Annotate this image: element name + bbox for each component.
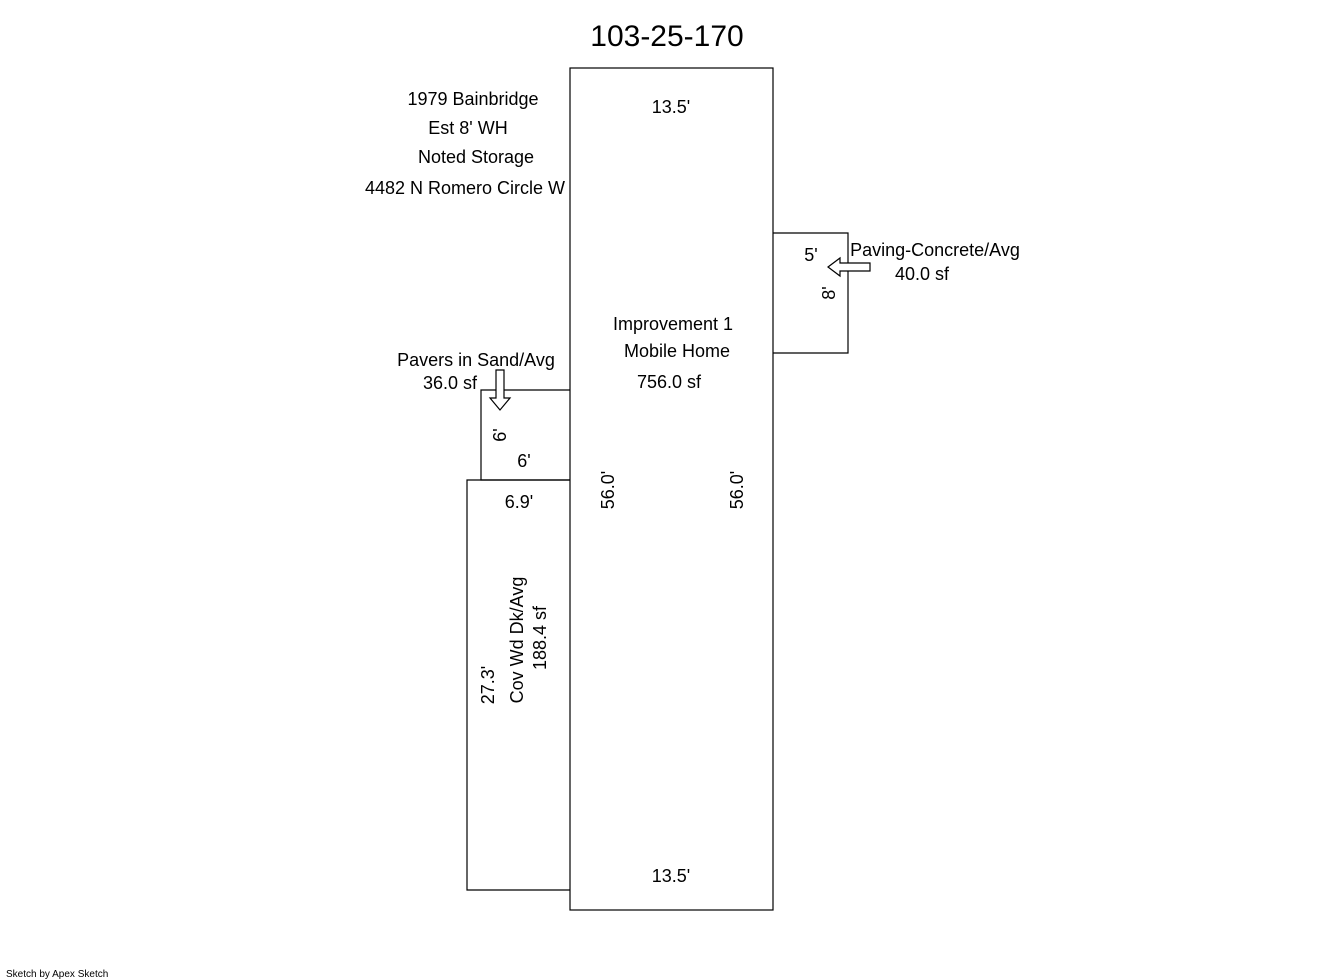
main-structure-area: 756.0 sf: [637, 372, 702, 392]
note-line-3: Noted Storage: [418, 147, 534, 167]
paving-label: Paving-Concrete/Avg: [850, 240, 1020, 260]
deck-area: 6.9' 27.3' Cov Wd Dk/Avg 188.4 sf: [466, 479, 570, 891]
notes-block: 1979 Bainbridge Est 8' WH Noted Storage …: [365, 89, 565, 198]
deck-top-dimension: 6.9': [505, 492, 533, 512]
main-structure: 13.5' 13.5' Improvement 1 Mobile Home 75…: [569, 67, 774, 911]
deck-side-dimension: 27.3': [478, 666, 498, 704]
paving-side-dimension: 8': [819, 286, 839, 299]
parcel-id: 103-25-170: [590, 20, 743, 53]
paving-top-dimension: 5': [804, 245, 817, 265]
note-line-1: 1979 Bainbridge: [407, 89, 538, 109]
deck-outline: [466, 479, 570, 891]
main-structure-name: Improvement 1: [613, 314, 733, 334]
pavers-label: Pavers in Sand/Avg: [397, 350, 555, 370]
paving-outline: [773, 232, 849, 354]
main-structure-outline: [569, 67, 774, 911]
note-line-4: 4482 N Romero Circle W: [365, 178, 565, 198]
deck-area-value: 188.4 sf: [530, 605, 550, 670]
note-line-2: Est 8' WH: [428, 118, 507, 138]
pavers-bottom-dimension: 6': [517, 451, 530, 471]
main-left-dimension: 56.0': [598, 471, 618, 509]
paving-area-value: 40.0 sf: [895, 264, 950, 284]
main-right-dimension: 56.0': [727, 471, 747, 509]
sketch-footer: Sketch by Apex Sketch: [6, 969, 108, 980]
left-arrow-icon: [827, 256, 871, 278]
down-arrow-icon: [488, 369, 512, 411]
paving-area: 5' 8' Paving-Concrete/Avg 40.0 sf: [773, 232, 1020, 354]
pavers-area-value: 36.0 sf: [423, 373, 478, 393]
main-bottom-dimension: 13.5': [652, 866, 690, 886]
pavers-area: Pavers in Sand/Avg 36.0 sf 6' 6': [397, 350, 570, 481]
main-structure-type: Mobile Home: [624, 341, 730, 361]
main-top-dimension: 13.5': [652, 97, 690, 117]
pavers-side-dimension: 6': [490, 428, 510, 441]
deck-label: Cov Wd Dk/Avg: [507, 577, 527, 704]
